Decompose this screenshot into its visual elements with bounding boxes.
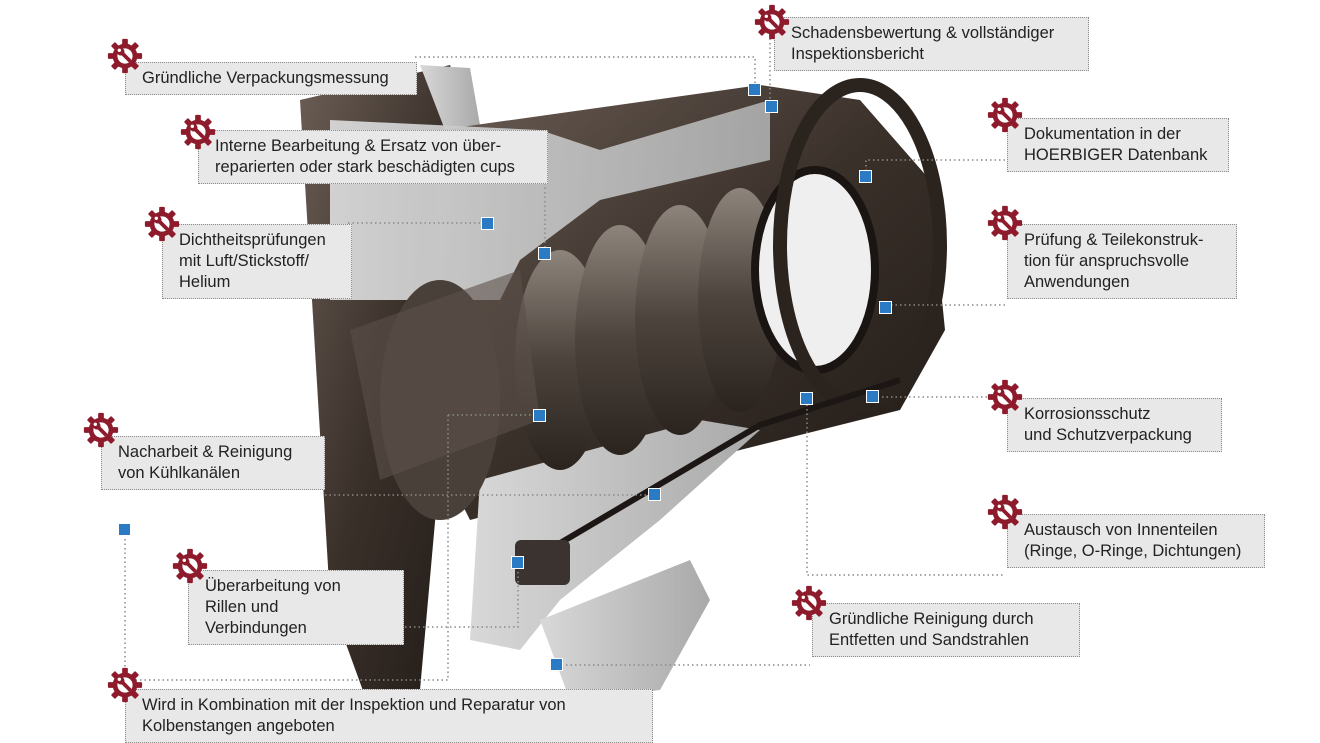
label-interne-bearbeitung: Interne Bearbeitung & Ersatz von über- r… (198, 130, 548, 184)
label-line: und Schutzverpackung (1024, 426, 1192, 444)
marker[interactable] (538, 247, 551, 260)
gear-wrench-icon (790, 584, 828, 622)
label-line: reparierten oder stark beschädigten cups (215, 158, 515, 176)
label-line: Inspektionsbericht (791, 45, 924, 63)
gear-wrench-icon (986, 378, 1024, 416)
label-line: Prüfung & Teilekonstruk- (1024, 231, 1204, 249)
label-line: Helium (179, 273, 231, 291)
gear-wrench-icon (106, 666, 144, 704)
label-line: Verbindungen (205, 619, 307, 637)
gear-wrench-icon (986, 493, 1024, 531)
label-line: Entfetten und Sandstrahlen (829, 631, 1029, 649)
label-kuehlkanaele: Nacharbeit & Reinigung von Kühlkanälen (101, 436, 325, 490)
label-line: Gründliche Reinigung durch (829, 610, 1034, 628)
label-dichtheitspruefungen: Dichtheitsprüfungen mit Luft/Stickstoff/… (162, 224, 352, 299)
marker[interactable] (481, 217, 494, 230)
label-line: Wird in Kombination mit der Inspektion u… (142, 696, 566, 714)
gear-wrench-icon (106, 37, 144, 75)
label-line: HOERBIGER Datenbank (1024, 146, 1208, 164)
marker[interactable] (550, 658, 563, 671)
marker[interactable] (859, 170, 872, 183)
label-line: Kolbenstangen angeboten (142, 717, 335, 735)
gear-wrench-icon (82, 411, 120, 449)
label-pruefung: Prüfung & Teilekonstruk- tion für anspru… (1007, 224, 1237, 299)
label-line: mit Luft/Stickstoff/ (179, 252, 309, 270)
marker[interactable] (648, 488, 661, 501)
label-line: Rillen und (205, 598, 279, 616)
label-rillen: Überarbeitung von Rillen und Verbindunge… (188, 570, 404, 645)
label-line: Gründliche Verpackungsmessung (142, 69, 389, 87)
label-line: Schadensbewertung & vollständiger (791, 24, 1055, 42)
marker[interactable] (511, 556, 524, 569)
gear-wrench-icon (753, 3, 791, 41)
marker[interactable] (533, 409, 546, 422)
gear-wrench-icon (171, 547, 209, 585)
label-line: Nacharbeit & Reinigung (118, 443, 293, 461)
label-line: von Kühlkanälen (118, 464, 241, 482)
label-kombination: Wird in Kombination mit der Inspektion u… (125, 689, 653, 743)
gear-wrench-icon (179, 113, 217, 151)
label-dokumentation: Dokumentation in der HOERBIGER Datenbank (1007, 118, 1229, 172)
marker[interactable] (748, 83, 761, 96)
label-line: Austausch von Innenteilen (1024, 521, 1218, 539)
label-reinigung: Gründliche Reinigung durch Entfetten und… (812, 603, 1080, 657)
marker[interactable] (866, 390, 879, 403)
label-line: Interne Bearbeitung & Ersatz von über- (215, 137, 502, 155)
label-korrosionsschutz: Korrosionsschutz und Schutzverpackung (1007, 398, 1222, 452)
label-line: Überarbeitung von (205, 577, 341, 595)
marker[interactable] (765, 100, 778, 113)
label-line: (Ringe, O-Ringe, Dichtungen) (1024, 542, 1242, 560)
label-line: Korrosionsschutz (1024, 405, 1151, 423)
label-innenteile: Austausch von Innenteilen (Ringe, O-Ring… (1007, 514, 1265, 568)
label-line: tion für anspruchsvolle (1024, 252, 1190, 270)
marker[interactable] (879, 301, 892, 314)
label-verpackungsmessung: Gründliche Verpackungsmessung (125, 62, 417, 95)
marker[interactable] (118, 523, 131, 536)
gear-wrench-icon (986, 96, 1024, 134)
gear-wrench-icon (143, 205, 181, 243)
label-schadensbewertung: Schadensbewertung & vollständiger Inspek… (774, 17, 1089, 71)
marker[interactable] (800, 392, 813, 405)
gear-wrench-icon (986, 204, 1024, 242)
label-line: Dichtheitsprüfungen (179, 231, 326, 249)
label-line: Anwendungen (1024, 273, 1130, 291)
label-line: Dokumentation in der (1024, 125, 1181, 143)
